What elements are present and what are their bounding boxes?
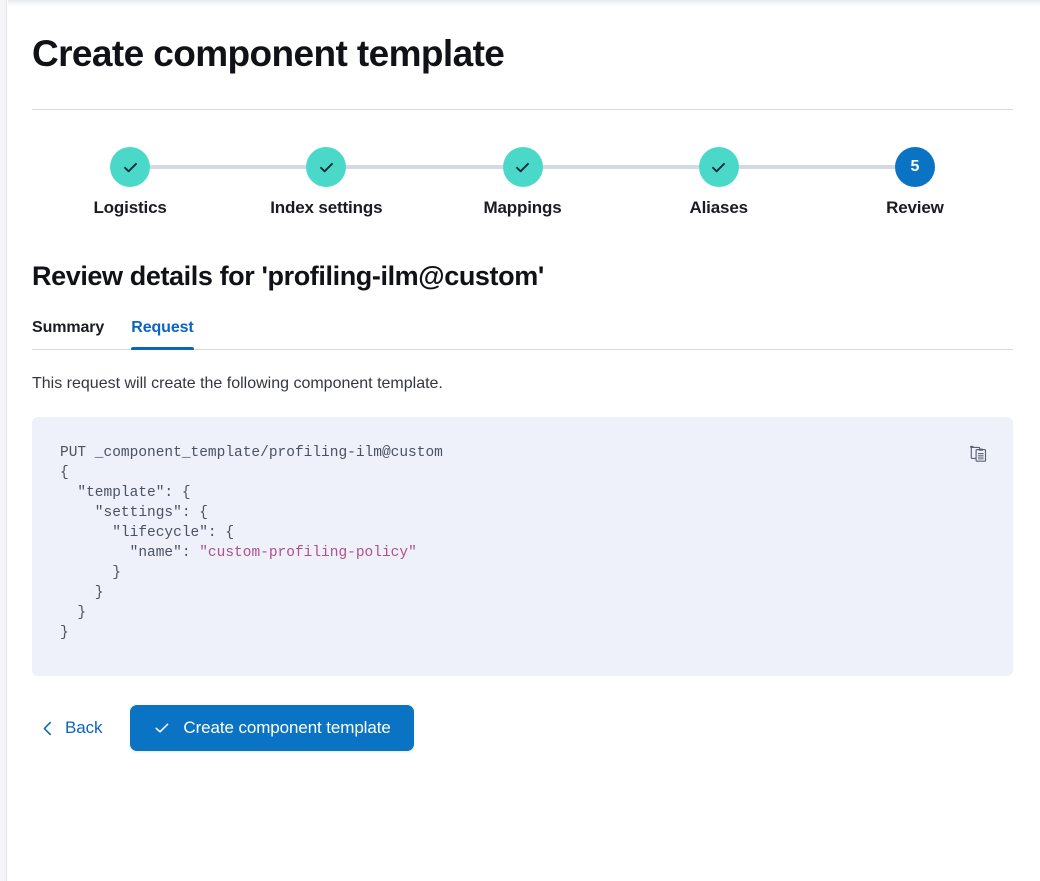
tab-summary[interactable]: Summary bbox=[32, 319, 104, 349]
window-top-edge bbox=[8, 0, 1040, 7]
request-description: This request will create the following c… bbox=[32, 375, 443, 392]
create-component-template-label: Create component template bbox=[183, 718, 391, 737]
wizard-step-logistics[interactable]: Logistics bbox=[32, 147, 228, 218]
code-body-before: { "template": { "settings": { "lifecycle… bbox=[60, 465, 235, 561]
wizard-step-label: Index settings bbox=[270, 198, 383, 217]
back-button[interactable]: Back bbox=[32, 710, 112, 746]
step-circle-complete bbox=[698, 147, 739, 187]
review-heading: Review details for 'profiling-ilm@custom… bbox=[32, 261, 544, 291]
wizard-step-label: Logistics bbox=[93, 198, 167, 217]
request-code-panel: PUT _component_template/profiling-ilm@cu… bbox=[32, 417, 1013, 676]
copy-to-clipboard-button[interactable] bbox=[963, 438, 995, 470]
review-tabs: Summary Request bbox=[8, 319, 1040, 350]
code-string-value: "custom-profiling-policy" bbox=[199, 545, 417, 561]
check-icon bbox=[319, 162, 333, 172]
create-component-template-button[interactable]: Create component template bbox=[130, 705, 414, 751]
back-button-label: Back bbox=[65, 718, 103, 737]
step-circle-complete bbox=[306, 147, 347, 187]
wizard-step-label: Aliases bbox=[689, 198, 748, 217]
step-connector-3 bbox=[523, 165, 720, 169]
step-connector-1 bbox=[130, 165, 327, 169]
wizard-step-label: Review bbox=[886, 198, 944, 217]
page-title: Create component template bbox=[32, 33, 505, 74]
page-header: Create component template bbox=[8, 7, 1040, 110]
step-circle-complete bbox=[110, 147, 151, 187]
wizard-step-index-settings[interactable]: Index settings bbox=[228, 147, 424, 218]
wizard-actions: Back Create component template bbox=[8, 705, 1040, 751]
step-circle-current: 5 bbox=[894, 147, 935, 187]
code-body-after: } } } } bbox=[60, 565, 121, 641]
wizard-step-indicator: Logistics Index settings Mappings bbox=[8, 147, 1040, 231]
wizard-steps-row: Logistics Index settings Mappings bbox=[32, 147, 1013, 218]
check-icon bbox=[516, 162, 529, 172]
header-divider bbox=[32, 109, 1013, 110]
step-connector-4 bbox=[720, 165, 916, 169]
create-component-template-page: Create component template Logistics bbox=[8, 7, 1040, 881]
tab-request[interactable]: Request bbox=[131, 319, 195, 350]
step-number: 5 bbox=[910, 158, 920, 175]
wizard-step-mappings[interactable]: Mappings bbox=[424, 147, 620, 218]
request-code-wrap: PUT _component_template/profiling-ilm@cu… bbox=[8, 417, 1040, 676]
check-icon bbox=[123, 162, 137, 172]
window-left-edge bbox=[0, 0, 7, 881]
wizard-step-review[interactable]: 5 Review bbox=[817, 147, 1013, 218]
check-icon bbox=[712, 162, 726, 172]
step-circle-complete bbox=[502, 147, 543, 187]
copy-clipboard-icon bbox=[970, 445, 987, 462]
request-code-block[interactable]: PUT _component_template/profiling-ilm@cu… bbox=[32, 443, 1013, 643]
wizard-step-label: Mappings bbox=[483, 198, 562, 217]
check-icon bbox=[155, 723, 169, 733]
wizard-step-aliases[interactable]: Aliases bbox=[621, 147, 817, 218]
step-connector-2 bbox=[327, 165, 523, 169]
code-method-line: PUT _component_template/profiling-ilm@cu… bbox=[60, 445, 443, 461]
chevron-left-icon bbox=[43, 721, 51, 735]
review-tabs-list: Summary Request bbox=[32, 319, 1013, 350]
